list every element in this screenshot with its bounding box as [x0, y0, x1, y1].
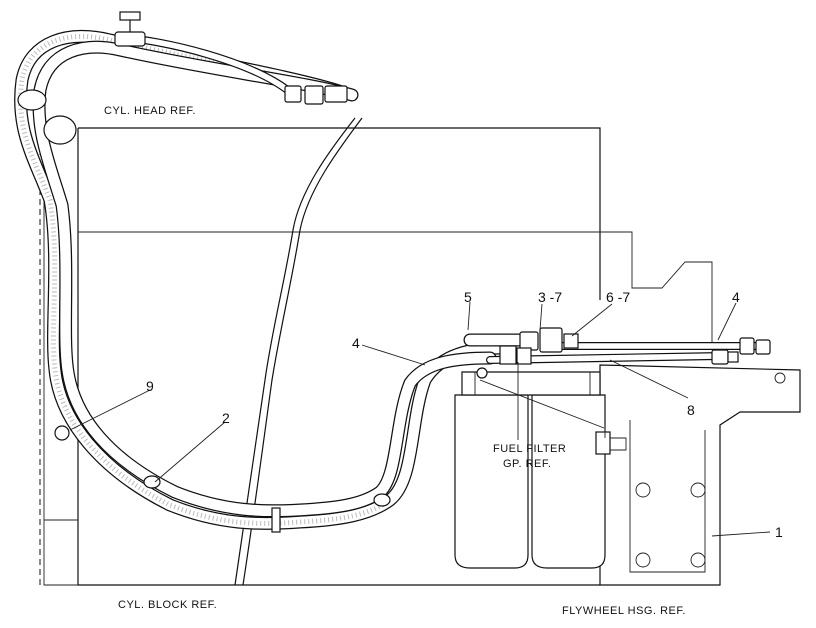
callout-9: 9	[146, 378, 154, 394]
label-fuel-filter-gp-ref: GP. REF.	[503, 458, 551, 470]
break-line	[234, 117, 363, 586]
callout-4-left: 4	[352, 335, 360, 351]
callout-2: 2	[222, 410, 230, 426]
flywheel-housing-plate	[599, 364, 801, 586]
callout-3-7: 3 -7	[538, 289, 562, 305]
callout-8: 8	[687, 402, 695, 418]
fuel-filter-group	[454, 371, 627, 569]
callout-4-right: 4	[732, 289, 740, 305]
label-cyl-block-ref: CYL. BLOCK REF.	[118, 599, 217, 611]
callout-6-7: 6 -7	[606, 289, 630, 305]
leader-lines	[69, 301, 771, 537]
label-fuel-filter: FUEL FILTER	[493, 443, 566, 455]
hose-assembly-left	[14, 11, 507, 533]
callout-1: 1	[775, 524, 783, 540]
cylinder-block-outline	[39, 125, 713, 586]
fuel-lines-right	[463, 327, 771, 379]
label-flywheel-housing-ref: FLYWHEEL HSG. REF.	[562, 605, 686, 617]
label-cyl-head-ref: CYL. HEAD REF.	[104, 105, 196, 117]
callout-5: 5	[464, 289, 472, 305]
